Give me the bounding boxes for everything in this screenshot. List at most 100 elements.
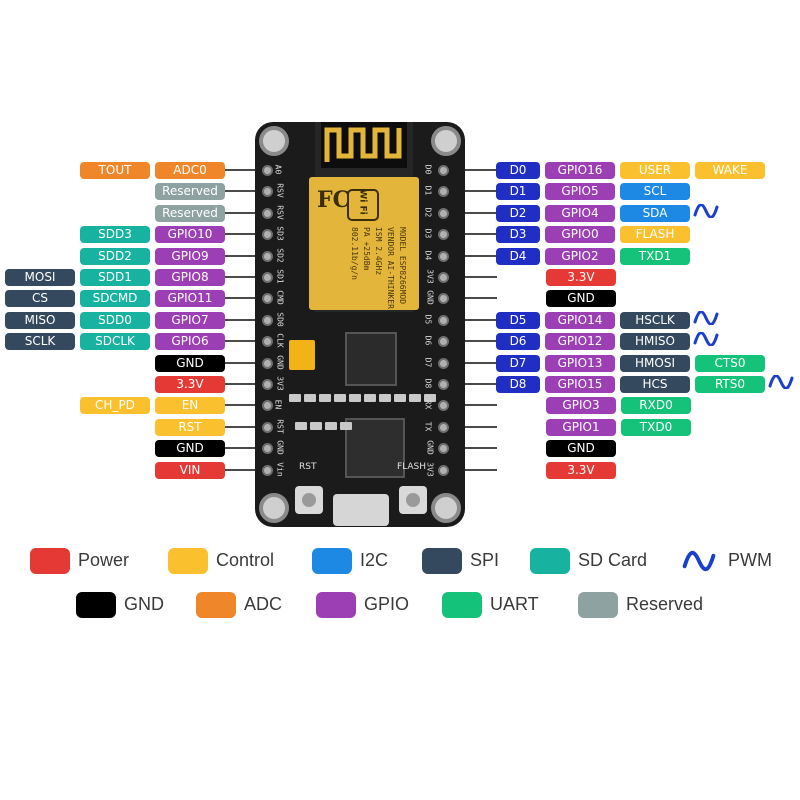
silkscreen-label: D2 (423, 207, 433, 218)
silkscreen-label: GND (425, 440, 435, 455)
pin-tag-miso: MISO (5, 311, 75, 329)
capacitor (289, 340, 315, 370)
flash-button[interactable] (399, 486, 427, 514)
pin-tag-gpio8: GPIO8 (155, 269, 225, 286)
pin-leader-line (225, 211, 270, 214)
pin-tag-sda: SDA (620, 204, 690, 222)
pin-leader-line (452, 297, 497, 300)
pin-tag-hmosi: HMOSI (620, 354, 690, 372)
legend-swatch (422, 548, 462, 574)
silkscreen-label: D3 (423, 228, 433, 239)
pin-tag-d0: D0 (496, 162, 540, 179)
smd-resistor (379, 394, 391, 402)
header-pin (438, 250, 449, 262)
header-pin (262, 443, 273, 455)
voltage-regulator (345, 332, 397, 386)
header-pin (262, 336, 273, 348)
smd-resistor (349, 394, 361, 402)
pin-leader-line (225, 297, 270, 300)
pin-tag-3-3v: 3.3V (546, 269, 616, 286)
pwm-icon (682, 550, 716, 576)
pin-tag-rxd0: RXD0 (621, 397, 691, 415)
silkscreen-label: GND (425, 290, 435, 306)
silkscreen-label: SD0 (275, 312, 285, 327)
header-pin (262, 379, 273, 390)
pin-tag-sdclk: SDCLK (80, 333, 150, 351)
pwm-icon (768, 374, 794, 390)
pin-leader-line (452, 340, 497, 343)
pin-leader-line (452, 169, 497, 171)
pin-tag-3-3v: 3.3V (546, 461, 616, 479)
silkscreen-label: D5 (423, 314, 433, 325)
header-pin (438, 272, 449, 283)
pin-tag-sdd0: SDD0 (80, 311, 150, 329)
legend-swatch (578, 592, 618, 618)
micro-usb-port (333, 494, 389, 526)
legend-swatch (316, 592, 356, 618)
header-pin (438, 464, 449, 476)
pin-tag-d5: D5 (496, 311, 540, 329)
silkscreen-label: D4 (423, 250, 433, 260)
pin-leader-line (452, 318, 497, 321)
legend-swatch (312, 548, 352, 574)
module-text-line: MODEL ESP8266MOD (398, 227, 407, 305)
pin-tag-gpio6: GPIO6 (155, 333, 225, 351)
pin-tag-d7: D7 (496, 354, 540, 372)
pin-leader-line (225, 361, 270, 364)
header-pin (262, 250, 273, 262)
module-text-line: VENDOR AI-THINKER (386, 227, 395, 309)
pin-tag-d3: D3 (496, 226, 540, 244)
pin-tag-gpio13: GPIO13 (545, 354, 615, 372)
silkscreen-label: A0 (273, 164, 283, 175)
silkscreen-label: RST (275, 419, 285, 434)
legend-label: UART (490, 594, 539, 614)
pin-tag-gpio1: GPIO1 (546, 418, 616, 436)
pcb-antenna (321, 122, 407, 168)
pin-leader-line (225, 383, 270, 385)
pin-tag-flash: FLASH (620, 226, 690, 244)
smd-resistor (310, 422, 322, 430)
pin-tag-wake: WAKE (695, 162, 765, 179)
pin-tag-sclk: SCLK (5, 333, 75, 351)
pin-leader-line (225, 276, 270, 278)
pin-tag-vin: VIN (155, 461, 225, 479)
silkscreen-label: RSV (275, 205, 285, 220)
pin-tag-gpio0: GPIO0 (545, 226, 615, 244)
mounting-hole (259, 493, 289, 523)
pin-tag-gpio2: GPIO2 (545, 247, 615, 265)
silkscreen-label: 3V3 (425, 269, 435, 284)
pin-tag-gpio4: GPIO4 (545, 204, 615, 222)
rst-button[interactable] (295, 486, 323, 514)
legend-label: Power (78, 550, 130, 570)
header-pin (438, 443, 449, 455)
pin-leader-line (225, 468, 270, 471)
header-pin (438, 229, 449, 241)
silkscreen-label: CMD (275, 290, 285, 306)
pin-tag-txd0: TXD0 (621, 418, 691, 436)
smd-resistor (409, 394, 421, 402)
pin-tag-gpio15: GPIO15 (545, 376, 615, 393)
pin-leader-line (452, 276, 497, 278)
pin-tag-hsclk: HSCLK (620, 311, 690, 329)
silkscreen-label: GND (275, 440, 285, 455)
silkscreen-label: RSV (275, 183, 285, 199)
silkscreen-label: SD3 (275, 226, 285, 241)
pin-tag-d4: D4 (496, 247, 540, 265)
pin-leader-line (225, 318, 270, 321)
usb-serial-chip (345, 418, 405, 478)
pin-leader-line (452, 383, 497, 385)
mounting-hole (431, 126, 461, 156)
pin-tag-sdcmd: SDCMD (80, 290, 150, 308)
pin-tag-txd1: TXD1 (620, 247, 690, 265)
pin-tag-user: USER (620, 162, 690, 179)
pin-tag-rts0: RTS0 (695, 376, 765, 393)
pin-tag-gnd: GND (155, 354, 225, 372)
pin-tag-gpio12: GPIO12 (545, 333, 615, 351)
pin-leader-line (452, 254, 497, 257)
header-pin (262, 165, 273, 176)
pin-tag-gpio9: GPIO9 (155, 247, 225, 265)
pin-tag-gpio16: GPIO16 (545, 162, 615, 179)
pin-tag-sdd3: SDD3 (80, 226, 150, 244)
legend-label: ADC (244, 594, 283, 614)
